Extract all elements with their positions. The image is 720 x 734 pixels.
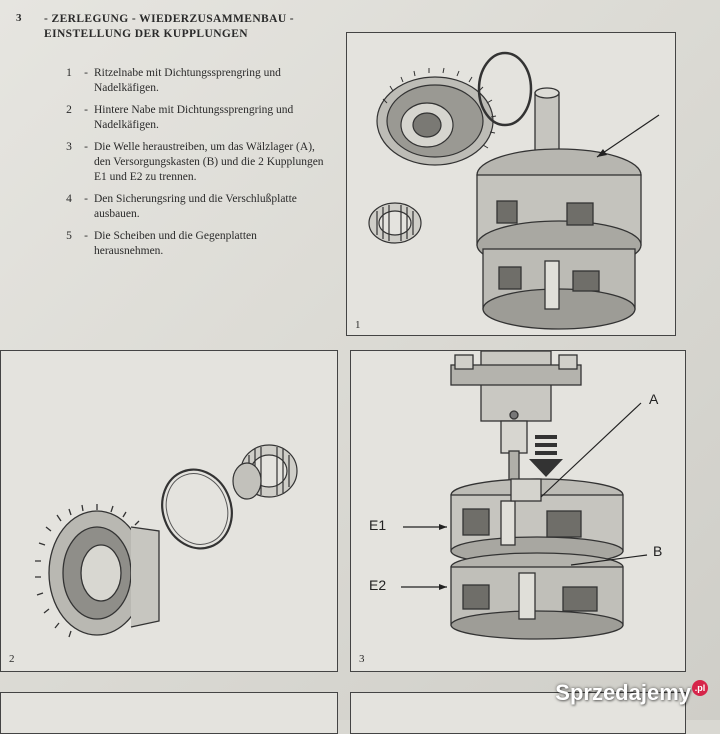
clutch-e2 xyxy=(450,552,624,640)
step-number: 4 xyxy=(66,193,72,205)
needle-cage xyxy=(232,444,298,500)
step-text: Den Sicherungsring und die Verschlußplat… xyxy=(94,193,297,220)
step-number: 2 xyxy=(66,104,72,116)
step-item: 5- Die Scheiben und die Gegenplatten her… xyxy=(60,229,328,259)
step-text: Die Welle heraustreiben, um das Wälzlage… xyxy=(94,141,324,183)
figure-1-drawing xyxy=(368,51,660,330)
needle-cage xyxy=(368,202,422,244)
figure-2-number: 2 xyxy=(9,653,15,665)
clutch-e1 xyxy=(450,478,624,566)
step-text: Ritzelnabe mit Dichtungssprengring und N… xyxy=(94,67,281,94)
step-text: Die Scheiben und die Gegenplatten heraus… xyxy=(94,230,257,257)
step-number: 1 xyxy=(66,67,72,79)
label-e2: E2 xyxy=(369,577,387,593)
figure-4-panel-edge xyxy=(0,692,338,734)
pointer-arrow xyxy=(596,114,660,158)
figure-1-number: 1 xyxy=(355,319,361,331)
figure-3-drawing xyxy=(401,351,648,640)
figure-1-panel: 1 xyxy=(346,32,676,336)
figure-2-panel: 2 xyxy=(0,350,338,672)
watermark-text: Sprzedajemy xyxy=(555,680,691,705)
step-text: Hintere Nabe mit Dichtungssprengring und… xyxy=(94,104,294,131)
figure-3-panel: A B E1 E2 3 xyxy=(350,350,686,672)
figure-3-number: 3 xyxy=(359,653,365,665)
figure-2-drawing xyxy=(35,444,298,638)
section-title: - ZERLEGUNG - WIEDERZUSAMMENBAU - EINSTE… xyxy=(44,12,324,42)
watermark-logo: Sprzedajemy.pl xyxy=(555,680,708,706)
label-e1: E1 xyxy=(369,517,387,533)
clutch-assembly xyxy=(476,87,642,330)
press-tool xyxy=(450,351,582,488)
sealing-ring xyxy=(477,51,533,127)
step-item: 3- Die Welle heraustreiben, um das Wälzl… xyxy=(60,140,328,185)
sealing-ring xyxy=(161,468,233,550)
step-list: 1- Ritzelnabe mit Dichtungssprengring un… xyxy=(60,66,328,266)
label-b: B xyxy=(653,543,663,559)
step-number: 5 xyxy=(66,230,72,242)
step-number: 3 xyxy=(66,141,72,153)
gear-illustration xyxy=(376,76,494,166)
step-item: 2- Hintere Nabe mit Dichtungssprengring … xyxy=(60,103,328,133)
press-arrow-icon xyxy=(529,435,563,477)
label-a: A xyxy=(649,391,659,407)
watermark-badge: .pl xyxy=(692,680,708,696)
section-number: 3 xyxy=(16,12,22,24)
step-item: 1- Ritzelnabe mit Dichtungssprengring un… xyxy=(60,66,328,96)
hub-illustration xyxy=(35,504,160,638)
section-title-line1: - ZERLEGUNG - WIEDERZUSAMMENBAU - xyxy=(44,13,295,25)
section-title-line2: EINSTELLUNG DER KUPPLUNGEN xyxy=(44,28,249,40)
step-item: 4- Den Sicherungsring und die Verschlußp… xyxy=(60,192,328,222)
